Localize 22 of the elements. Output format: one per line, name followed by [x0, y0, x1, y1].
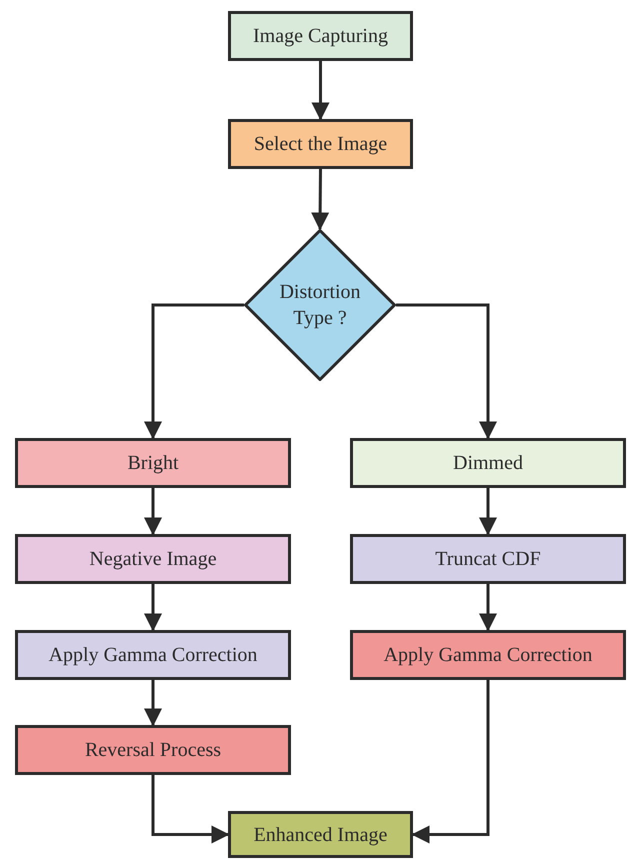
arrow [144, 680, 162, 726]
arrow [311, 168, 330, 230]
process-box: Dimmed [350, 438, 626, 488]
process-box: Negative Image [15, 534, 291, 584]
process-box: Enhanced Image [228, 811, 413, 858]
process-box: Select the Image [228, 119, 413, 169]
arrow [412, 680, 490, 844]
process-box: Truncat CDF [350, 534, 626, 584]
arrow [144, 304, 244, 440]
arrow [144, 488, 162, 536]
process-box: Image Capturing [228, 11, 413, 61]
arrow [479, 488, 497, 536]
decision-diamond: Distortion Type ? [244, 229, 396, 381]
arrow [152, 775, 230, 844]
arrow [312, 61, 330, 120]
arrow [144, 584, 162, 632]
arrow [479, 584, 497, 632]
process-box: Apply Gamma Correction [350, 630, 626, 680]
process-box: Apply Gamma Correction [15, 630, 291, 680]
process-box: Bright [15, 438, 291, 488]
process-box: Reversal Process [15, 725, 291, 775]
arrow [396, 304, 497, 440]
